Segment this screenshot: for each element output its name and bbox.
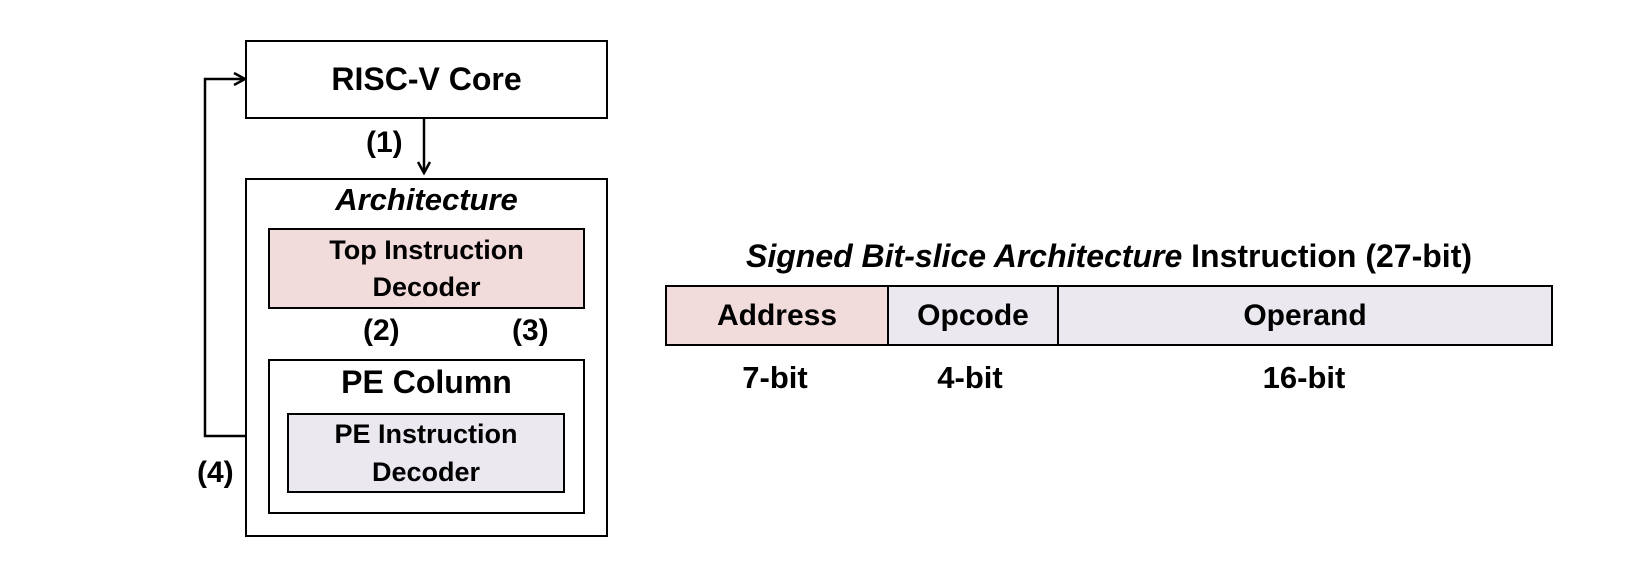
instruction-title-rest: Instruction (27-bit) [1182, 238, 1472, 274]
arrow-step4-feedback [203, 79, 272, 438]
risc-v-core-box: RISC-V Core [245, 40, 608, 119]
field-address-bits: 7-bit [742, 360, 808, 395]
pe-decoder-line1: PE Instruction [334, 419, 518, 449]
field-operand: Operand [1057, 287, 1551, 344]
pe-column-label: PE Column [341, 364, 512, 400]
risc-v-core-label: RISC-V Core [331, 61, 522, 97]
top-decoder-line2: Decoder [372, 271, 481, 302]
field-operand-bits: 16-bit [1262, 360, 1346, 395]
step1-label: (1) [366, 126, 403, 159]
step4-label: (4) [197, 456, 234, 489]
field-address: Address [667, 287, 887, 344]
top-decoder-line1: Top Instruction [329, 234, 524, 265]
instruction-format-title: Signed Bit-slice Architecture Instructio… [665, 238, 1553, 275]
instruction-fields: Address Opcode Operand [665, 285, 1553, 346]
instruction-title-italic: Signed Bit-slice Architecture [745, 238, 1183, 274]
pe-decoder-line2: Decoder [371, 457, 481, 487]
field-opcode: Opcode [887, 287, 1057, 344]
field-opcode-bits: 4-bit [937, 360, 1003, 395]
architecture-label: Architecture [335, 182, 518, 217]
pe-instruction-decoder-box: PE Instruction Decoder [287, 413, 565, 493]
step3-label: (3) [512, 314, 549, 347]
step2-label: (2) [363, 314, 400, 347]
top-instruction-decoder-box: Top Instruction Decoder [268, 228, 585, 309]
